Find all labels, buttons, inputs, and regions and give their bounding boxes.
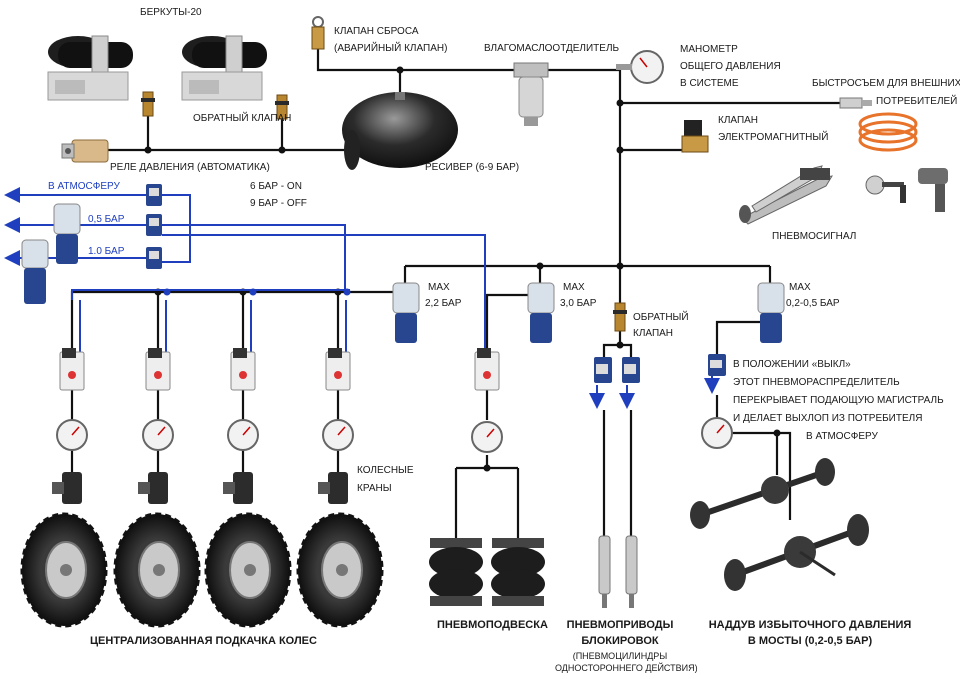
regulator-0-2-0-5 (757, 282, 785, 343)
reg3-value-label: 0,2-0,5 БАР (786, 298, 840, 309)
atm-label: В АТМОСФЕРУ (48, 181, 120, 192)
section-axles-label-1: НАДДУВ ИЗБЫТОЧНОГО ДАВЛЕНИЯ (708, 619, 912, 631)
external-tools (858, 112, 948, 212)
exhaust-regulator-10 (21, 239, 49, 304)
regulator-3-0 (527, 282, 555, 343)
check-valve-2-label-1: ОБРАТНЫЙ (633, 312, 689, 323)
section-tires-label: ЦЕНТРАЛИЗОВАННАЯ ПОДКАЧКА КОЛЕС (90, 635, 317, 647)
gauge-label-1: МАНОМЕТР (680, 44, 738, 55)
axles (690, 458, 869, 591)
separator-label: ВЛАГОМАСЛООТДЕЛИТЕЛЬ (484, 43, 620, 54)
air-horn (739, 165, 833, 225)
check-valve-2 (275, 94, 289, 120)
release-valve-label-2: (АВАРИЙНЫЙ КЛАПАН) (334, 43, 448, 54)
section-lockers-label-3: (ПНЕВМОЦИЛИНДРЫ (572, 651, 668, 661)
regulator-2-2 (392, 282, 420, 343)
solenoid-valve (681, 120, 709, 153)
release-valve (311, 16, 325, 50)
release-valve-label: КЛАПАН СБРОСА (334, 26, 419, 37)
section-suspension-label: ПНЕВМОПОДВЕСКА (437, 619, 548, 631)
system-pressure-gauge (616, 50, 664, 84)
section-lockers-label-2: БЛОКИРОВОК (581, 635, 659, 647)
reg2-value-label: 3,0 БАР (560, 298, 597, 309)
reg1-max-label: MAX (428, 282, 450, 293)
compressor-2 (181, 35, 267, 101)
quick-connector-label-2: ПОТРЕБИТЕЛЕЙ (876, 96, 958, 107)
reg2-max-label: MAX (563, 282, 585, 293)
relay-off-label: 9 БАР - OFF (250, 198, 307, 209)
locker-distributors (594, 357, 640, 383)
off-note-5: В АТМОСФЕРУ (806, 431, 878, 442)
quick-connector (839, 97, 872, 109)
pressure-relay-label: РЕЛЕ ДАВЛЕНИЯ (АВТОМАТИКА) (110, 162, 270, 173)
check-valve-2-label-2: КЛАПАН (633, 328, 674, 339)
bar-10-label: 1.0 БАР (88, 246, 125, 257)
check-valve-1 (141, 91, 155, 117)
locker-cylinders (598, 535, 638, 608)
receiver-tank (342, 92, 458, 170)
exhaust-regulator-05 (53, 203, 81, 264)
air-springs (429, 538, 545, 606)
compressors-label: БЕРКУТЫ-20 (140, 7, 202, 18)
wheel-taps (52, 472, 348, 504)
wheel-valves-label-1: КОЛЕСНЫЕ (357, 465, 414, 476)
bar-05-label: 0,5 БАР (88, 214, 125, 225)
horn-label: ПНЕВМОСИГНАЛ (772, 231, 857, 242)
wheel-valves-label-2: КРАНЫ (357, 483, 392, 494)
off-note-1: В ПОЛОЖЕНИИ «ВЫКЛ» (733, 359, 851, 370)
pressure-relay (61, 139, 109, 163)
off-note-3: ПЕРЕКРЫВАЕТ ПОДАЮЩУЮ МАГИСТРАЛЬ (733, 395, 944, 406)
quick-connector-label-1: БЫСТРОСЪЕМ ДЛЯ ВНЕШНИХ (812, 78, 960, 89)
check-valve-3 (613, 302, 627, 332)
reg1-value-label: 2,2 БАР (425, 298, 462, 309)
section-axles-label-2: В МОСТЫ (0,2-0,5 БАР) (747, 635, 873, 647)
off-note-4: И ДЕЛАЕТ ВЫХЛОП ИЗ ПОТРЕБИТЕЛЯ (733, 413, 923, 424)
check-valve-label: ОБРАТНЫЙ КЛАПАН (193, 113, 292, 124)
gauge-label-3: В СИСТЕМЕ (680, 78, 739, 89)
exhaust-valve-10 (146, 247, 162, 269)
axle-distributor (708, 354, 726, 376)
section-lockers-label-1: ПНЕВМОПРИВОДЫ (566, 619, 674, 631)
receiver-label: РЕСИВЕР (6-9 БАР) (425, 162, 520, 173)
relay-on-label: 6 БАР - ON (250, 181, 302, 192)
solenoid-label-2: ЭЛЕКТРОМАГНИТНЫЙ (718, 132, 829, 143)
water-oil-separator (513, 62, 549, 126)
compressor-1 (47, 35, 133, 101)
exhaust-valve-05 (146, 214, 162, 236)
section-lockers-label-4: ОДНОСТОРОННЕГО ДЕЙСТВИЯ) (555, 663, 698, 673)
wheel-gauges (56, 417, 733, 453)
wheel-distributors (59, 348, 500, 391)
reg3-max-label: MAX (789, 282, 811, 293)
tires (20, 512, 384, 628)
gauge-label-2: ОБЩЕГО ДАВЛЕНИЯ (680, 61, 781, 72)
solenoid-label-1: КЛАПАН (718, 115, 759, 126)
exhaust-lines (4, 187, 720, 409)
off-note-2: ЭТОТ ПНЕВМОРАСПРЕДЕЛИТЕЛЬ (733, 377, 900, 388)
exhaust-valve-atm (146, 184, 162, 206)
exhaust-dots (163, 288, 351, 296)
